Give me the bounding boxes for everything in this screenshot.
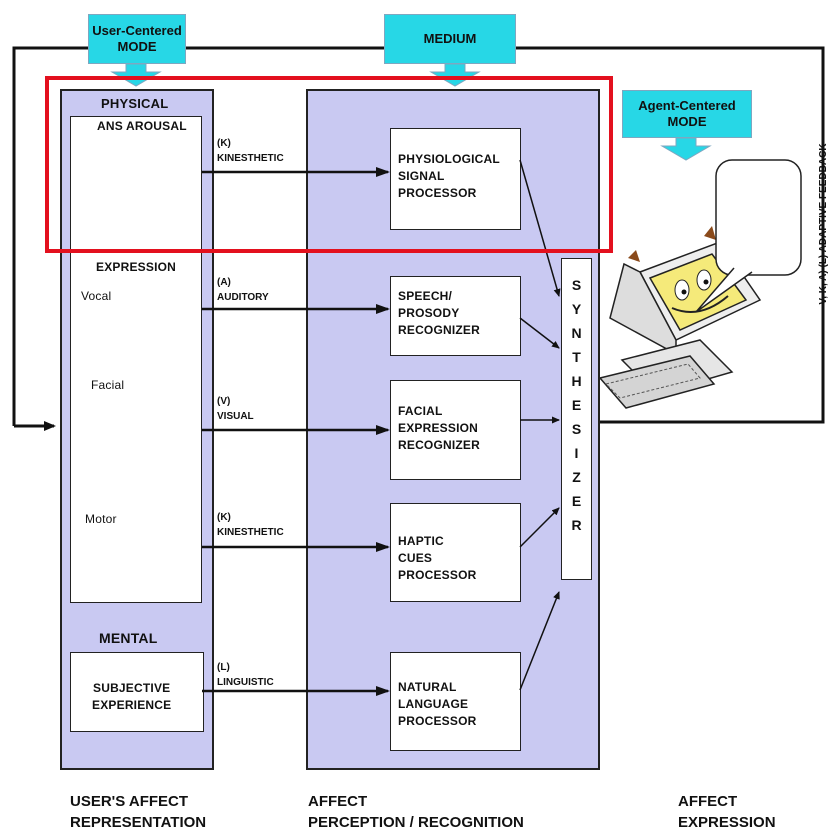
adaptive-feedback-label: V, K, A) (L) ADAPTIVE FEEDBACK (816, 114, 832, 334)
vocal-label: Vocal (81, 288, 111, 305)
physical-label: PHYSICAL (101, 95, 168, 112)
channel-name-1: KINESTHETIC (217, 153, 284, 165)
arrow-to-synth-4 (520, 508, 559, 547)
agent-centered-mode-label: Agent-Centered MODE (622, 90, 752, 138)
user-centered-mode-label: User-Centered MODE (88, 14, 186, 64)
arrow-to-synth-1 (520, 160, 559, 296)
medium-mode-arrow (431, 64, 479, 86)
channel-name-5: LINGUISTIC (217, 677, 274, 689)
ans-arousal-label: ANS AROUSAL (97, 118, 187, 135)
affect-expression-label: AFFECT EXPRESSION (678, 791, 776, 833)
subjective-experience-label: SUBJECTIVE EXPERIENCE (92, 680, 171, 714)
expression-label: EXPRESSION (96, 259, 176, 276)
facial-label: Facial (91, 377, 124, 394)
arrow-to-synth-2 (520, 318, 559, 348)
mental-label: MENTAL (99, 630, 158, 647)
medium-label: MEDIUM (384, 14, 516, 64)
affect-perception-label: AFFECT PERCEPTION / RECOGNITION (308, 791, 524, 833)
channel-code-5: (L) (217, 662, 230, 674)
agent-mode-arrow (662, 138, 710, 160)
channel-name-2: AUDITORY (217, 292, 269, 304)
channel-code-2: (A) (217, 277, 231, 289)
motor-label: Motor (85, 511, 117, 528)
channel-code-4: (K) (217, 512, 231, 524)
channel-code-1: (K) (217, 138, 231, 150)
channel-name-4: KINESTHETIC (217, 527, 284, 539)
channel-code-3: (V) (217, 396, 230, 408)
users-affect-representation-label: USER'S AFFECT REPRESENTATION (70, 791, 206, 833)
arrow-to-synth-5 (520, 592, 559, 690)
user-mode-arrow (112, 64, 160, 86)
channel-name-3: VISUAL (217, 411, 254, 423)
